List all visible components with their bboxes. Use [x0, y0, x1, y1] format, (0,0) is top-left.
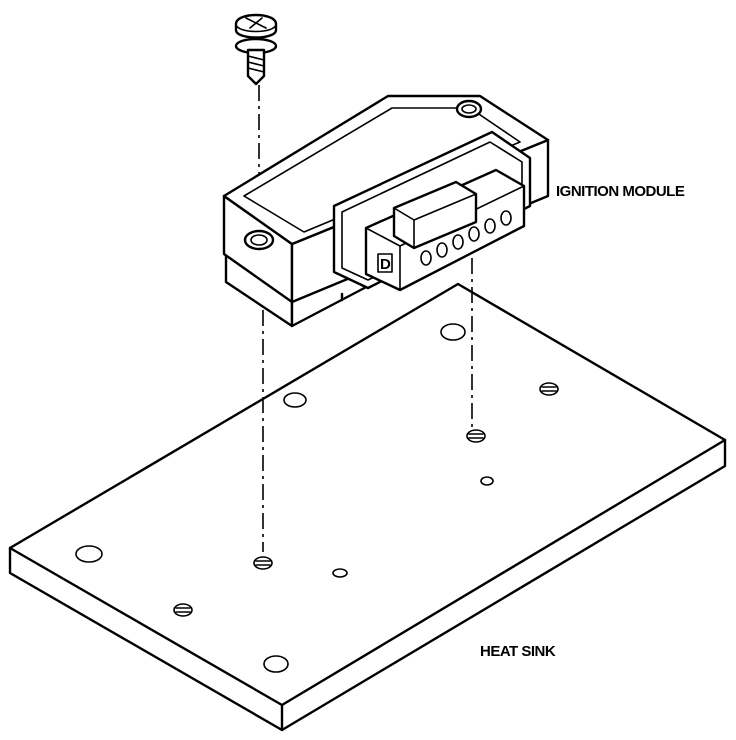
module-connector: D	[332, 130, 532, 292]
connector-marking: D	[380, 256, 391, 273]
label-ignition-module: IGNITION MODULE	[556, 183, 685, 200]
label-heat-sink: HEAT SINK	[480, 643, 556, 660]
heat-sink-holes	[75, 323, 559, 673]
heat-sink-plate	[8, 282, 727, 732]
screw-icon	[234, 13, 278, 86]
connector-pins	[420, 210, 512, 266]
